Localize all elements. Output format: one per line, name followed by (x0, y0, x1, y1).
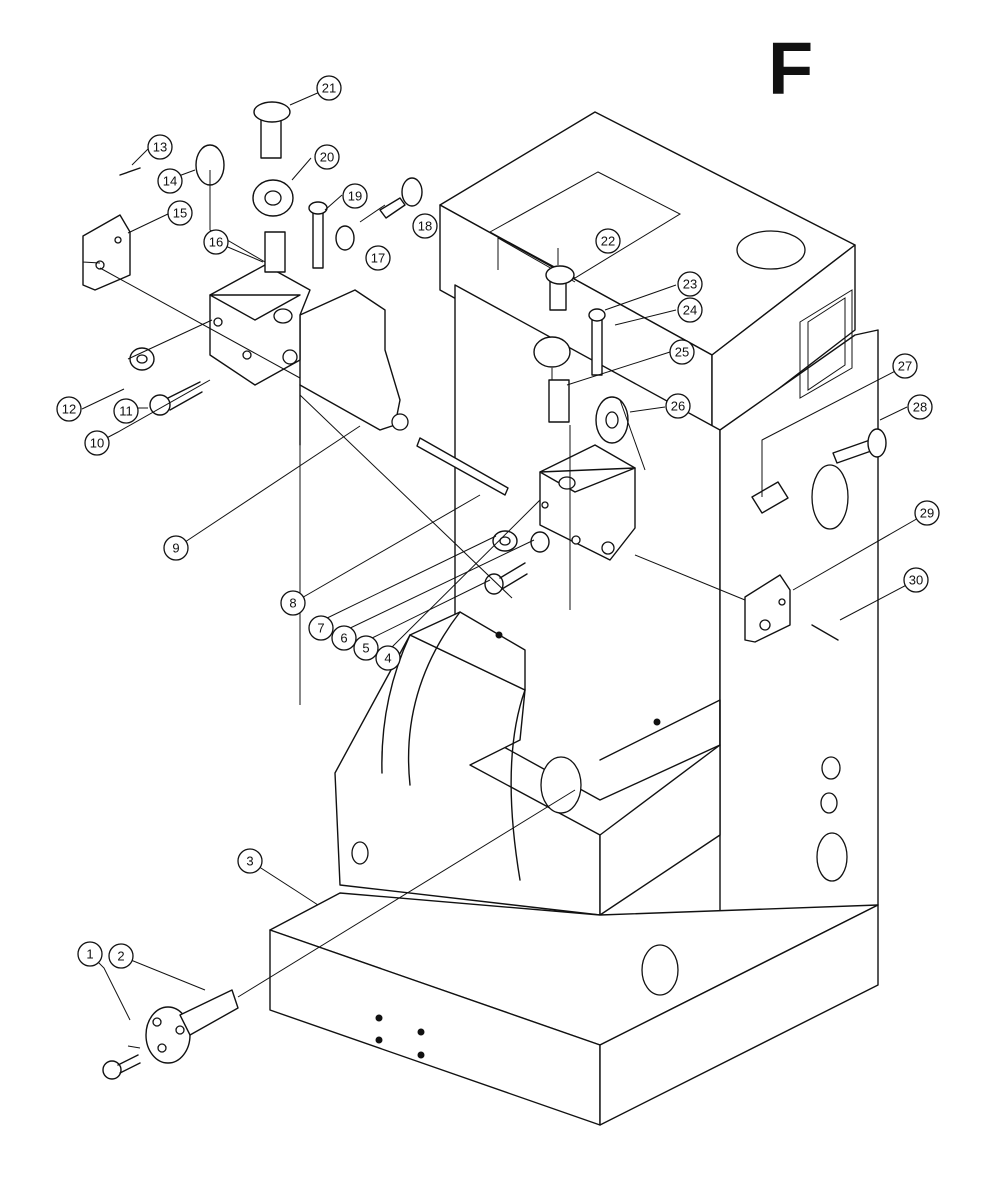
callout-18: 18 (412, 213, 438, 239)
svg-text:4: 4 (384, 651, 391, 666)
main-housing (439, 111, 879, 986)
upper-fasteners (252, 101, 423, 269)
svg-text:29: 29 (920, 506, 934, 521)
left-bracket-assembly (82, 144, 409, 446)
callout-9: 9 (163, 535, 189, 561)
callout-15: 15 (167, 200, 193, 226)
svg-text:28: 28 (913, 400, 927, 415)
callout-7: 7 (308, 615, 334, 641)
callout-21: 21 (316, 75, 342, 101)
base-plate (269, 892, 879, 1126)
svg-text:16: 16 (209, 235, 223, 250)
callout-24: 24 (677, 297, 703, 323)
svg-text:22: 22 (601, 234, 615, 249)
callout-20: 20 (314, 144, 340, 170)
callout-8: 8 (280, 590, 306, 616)
callout-13: 13 (147, 134, 173, 160)
svg-text:7: 7 (317, 621, 324, 636)
section-letter: F (768, 27, 814, 110)
callout-23: 23 (677, 271, 703, 297)
svg-text:6: 6 (340, 631, 347, 646)
callout-1: 1 (77, 941, 103, 967)
flange-assembly (102, 989, 239, 1080)
callout-19: 19 (342, 183, 368, 209)
svg-text:2: 2 (117, 949, 124, 964)
callout-22: 22 (595, 228, 621, 254)
svg-text:19: 19 (348, 189, 362, 204)
svg-text:13: 13 (153, 140, 167, 155)
svg-text:3: 3 (246, 854, 253, 869)
svg-text:9: 9 (172, 541, 179, 556)
svg-text:18: 18 (418, 219, 432, 234)
callout-3: 3 (237, 848, 263, 874)
svg-text:12: 12 (62, 402, 76, 417)
svg-text:11: 11 (119, 404, 133, 419)
callout-4: 4 (375, 645, 401, 671)
callout-16: 16 (203, 229, 229, 255)
svg-text:10: 10 (90, 436, 104, 451)
callout-27: 27 (892, 353, 918, 379)
right-slide-assembly (416, 265, 887, 643)
bearing-saddle (334, 611, 721, 979)
callout-26: 26 (665, 393, 691, 419)
svg-text:8: 8 (289, 596, 296, 611)
svg-text:5: 5 (362, 641, 369, 656)
svg-text:25: 25 (675, 345, 689, 360)
callout-28: 28 (907, 394, 933, 420)
callout-12: 12 (56, 396, 82, 422)
callout-30: 30 (903, 567, 929, 593)
callout-6: 6 (331, 625, 357, 651)
svg-text:20: 20 (320, 150, 334, 165)
callout-10: 10 (84, 430, 110, 456)
callout-29: 29 (914, 500, 940, 526)
callout-5: 5 (353, 635, 379, 661)
svg-text:17: 17 (371, 251, 385, 266)
leader-lines (81, 87, 928, 1049)
callout-14: 14 (157, 168, 183, 194)
callout-11: 11 (113, 398, 139, 424)
svg-text:21: 21 (322, 81, 336, 96)
svg-text:23: 23 (683, 277, 697, 292)
svg-text:27: 27 (898, 359, 912, 374)
callout-25: 25 (669, 339, 695, 365)
callout-17: 17 (365, 245, 391, 271)
svg-text:26: 26 (671, 399, 685, 414)
svg-text:15: 15 (173, 206, 187, 221)
svg-text:14: 14 (163, 174, 177, 189)
svg-text:1: 1 (86, 947, 93, 962)
svg-text:30: 30 (909, 573, 923, 588)
svg-text:24: 24 (683, 303, 697, 318)
callout-2: 2 (108, 943, 134, 969)
